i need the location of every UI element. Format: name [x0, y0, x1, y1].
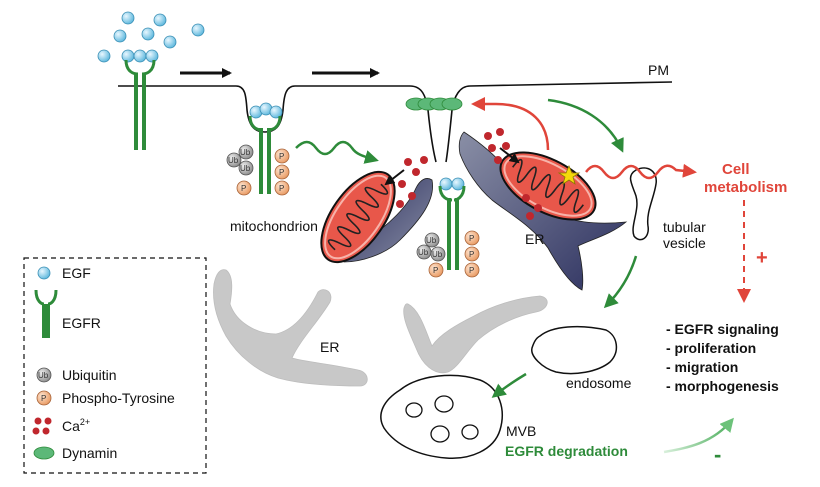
free-egf-cluster — [97, 11, 205, 63]
legend-dynamin-label: Dynamin — [62, 445, 117, 461]
svg-text:Ub: Ub — [228, 156, 239, 165]
egfr-degradation-label: EGFR degradation — [505, 443, 628, 459]
pm-label: PM — [648, 62, 669, 78]
pit-to-endosome-wavy-arrow — [295, 140, 379, 164]
degradation-inhibition-arrow — [663, 417, 734, 454]
legend-egf-label: EGF — [62, 265, 91, 281]
svg-text:Ub: Ub — [432, 250, 443, 259]
svg-text:P: P — [41, 394, 46, 403]
svg-text:Ub: Ub — [240, 164, 251, 173]
svg-text:P: P — [279, 184, 284, 193]
calcium-uptake-arrow-right — [499, 147, 520, 164]
outcome-item: - morphogenesis — [666, 378, 779, 394]
svg-text:Ub: Ub — [38, 371, 49, 380]
svg-text:Ub: Ub — [426, 236, 437, 245]
minus-sign: - — [714, 442, 721, 467]
tubular-vesicle-label-line1: tubular — [663, 219, 706, 235]
legend-dynamin-icon — [33, 446, 55, 460]
outcome-item: - migration — [666, 359, 738, 375]
tubular-vesicle — [629, 167, 657, 241]
contact-site-star-icon — [557, 164, 581, 185]
tubular-vesicle-label-line2: vesicle — [663, 235, 706, 251]
cell-metabolism-label-line2: metabolism — [704, 179, 787, 196]
svg-text:P: P — [469, 266, 474, 275]
egfr-in-pit — [248, 102, 283, 194]
legend-phospho-tyrosine-icon — [36, 390, 52, 406]
er-label-upper: ER — [525, 231, 544, 247]
outcome-item: - proliferation — [666, 340, 756, 356]
endosome-to-mvb-arrow — [491, 372, 527, 398]
er-gray-left — [213, 269, 368, 387]
legend-ubiquitin-label: Ubiquitin — [62, 367, 116, 383]
svg-text:P: P — [279, 152, 284, 161]
endosome — [531, 325, 618, 375]
mitochondrion-label: mitochondrion — [230, 218, 318, 234]
pm-to-tubular-arrow — [547, 98, 624, 153]
recycling-to-pm-arrow — [471, 97, 550, 151]
legend-egf-icon — [37, 266, 51, 280]
legend-ubiquitin-icon — [36, 367, 52, 383]
legend: EGF EGFR Ub Ubiquitin P Phospho-Tyrosine… — [23, 257, 207, 474]
legend-egfr-label: EGFR — [62, 315, 101, 331]
egfr-surface-receptor — [124, 59, 156, 150]
plasma-membrane — [118, 81, 673, 163]
legend-phospho-tyrosine-label: Phospho-Tyrosine — [62, 390, 175, 406]
svg-text:Ub: Ub — [240, 148, 251, 157]
calcium-ions — [396, 128, 542, 220]
outcome-item: - EGFR signaling — [666, 321, 779, 337]
calcium-uptake-arrow-left — [384, 169, 405, 186]
egfr-endosomal-receptor: Ub Ub Ub P P P P — [416, 177, 480, 278]
svg-text:P: P — [433, 266, 438, 275]
mvb-intraluminal-vesicles — [405, 395, 479, 443]
legend-egfr-icon — [34, 289, 58, 338]
mvb-label: MVB — [506, 423, 536, 439]
legend-box — [23, 257, 207, 474]
mito-to-metabolism-wavy-arrow — [585, 163, 697, 180]
legend-calcium-icon — [32, 417, 52, 435]
er-gray-right — [403, 295, 548, 374]
outcomes-list: - EGFR signaling - proliferation - migra… — [666, 321, 779, 394]
svg-text:P: P — [241, 184, 246, 193]
svg-text:P: P — [469, 250, 474, 259]
pit-modifications: Ub Ub Ub P P P P — [226, 144, 290, 196]
cell-metabolism-label-line1: Cell — [722, 161, 750, 178]
legend-calcium-label: Ca2+ — [62, 417, 90, 434]
endosome-label: endosome — [566, 375, 632, 391]
svg-text:P: P — [469, 234, 474, 243]
dynamin-ring — [405, 97, 463, 111]
svg-text:Ub: Ub — [418, 248, 429, 257]
plus-sign: + — [756, 247, 768, 269]
tubular-to-endosome-arrow — [603, 255, 638, 309]
mvb — [380, 374, 503, 459]
er-label-lower: ER — [320, 339, 339, 355]
svg-text:P: P — [279, 168, 284, 177]
